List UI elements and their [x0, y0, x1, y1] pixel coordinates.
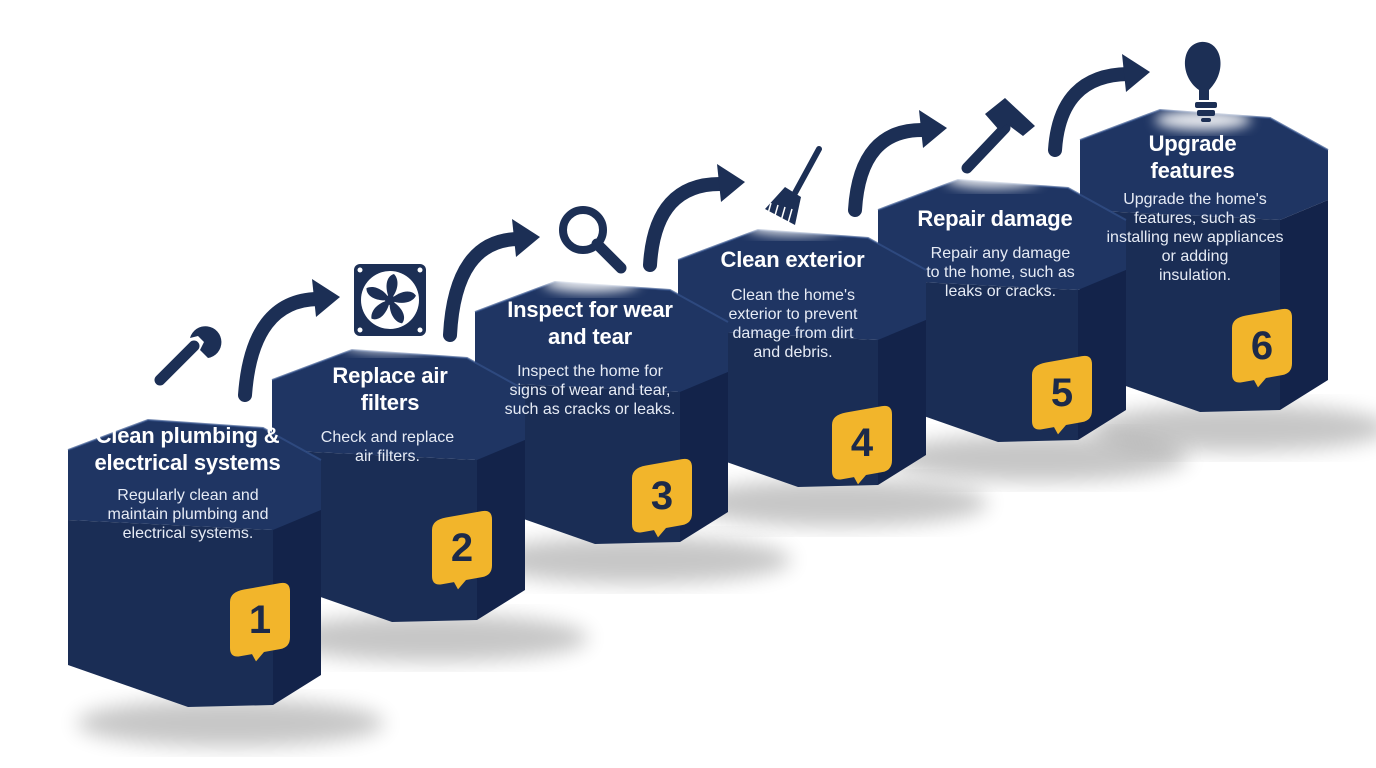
- step-3-description: Inspect the home for signs of wear and t…: [504, 363, 676, 418]
- fan-icon: [354, 264, 426, 336]
- step-6-title: Upgrade features: [1148, 131, 1237, 183]
- step-number-badge: [632, 458, 692, 538]
- block-side-face: [477, 440, 525, 620]
- step-number-badge: [1032, 355, 1092, 435]
- step-6-number: 6: [1250, 323, 1274, 368]
- box-shadow: [888, 434, 1188, 482]
- step-3-number: 3: [650, 473, 674, 518]
- block-top-face: [678, 230, 926, 340]
- block-edge: [271, 348, 526, 391]
- block-front-face: [475, 382, 680, 544]
- icon-glow: [342, 332, 438, 352]
- arrow-icon: [1048, 54, 1150, 157]
- step-4-description: Clean the home's exterior to prevent dam…: [728, 287, 858, 361]
- step-5-number: 5: [1050, 370, 1074, 415]
- step-2-number: 2: [450, 525, 474, 570]
- step-1-description: Regularly clean and maintain plumbing an…: [107, 487, 269, 542]
- block-front-face: [878, 280, 1078, 442]
- block-side-face: [273, 510, 321, 705]
- icon-glow: [745, 215, 841, 235]
- arrow-icon: [643, 164, 745, 272]
- step-4-number: 4: [850, 420, 874, 465]
- block-top-face: [1080, 110, 1328, 220]
- broom-icon: [765, 146, 822, 225]
- step-2-block: [271, 348, 526, 622]
- step-1-number: 1: [248, 597, 272, 642]
- step-2-title: Replace air filters: [332, 363, 448, 415]
- lightbulb-icon: [1184, 41, 1221, 122]
- block-front-face: [68, 520, 273, 707]
- step-5-block: [877, 178, 1127, 442]
- step-6-description: Upgrade the home's features, such as ins…: [1106, 191, 1284, 284]
- step-1-title: Clean plumbing & electrical systems: [94, 423, 281, 475]
- arrow-icon: [848, 110, 947, 217]
- block-front-face: [1080, 210, 1280, 412]
- icon-glow: [543, 272, 639, 292]
- step-1-block: [67, 418, 322, 707]
- step-number-badge: [432, 510, 492, 590]
- block-top-face: [475, 282, 728, 392]
- step-4-title: Clean exterior: [720, 247, 865, 272]
- step-5-title: Repair damage: [917, 206, 1073, 231]
- step-number-badge: [832, 405, 892, 485]
- arrow-icon: [238, 279, 340, 402]
- block-top-face: [272, 350, 525, 460]
- hammer-icon: [961, 98, 1035, 174]
- box-shadow: [1090, 404, 1376, 452]
- step-6-block: [1079, 108, 1329, 412]
- block-edge: [67, 418, 322, 461]
- block-top-face: [68, 420, 321, 530]
- box-shadow: [688, 479, 988, 527]
- icon-glow: [945, 168, 1041, 188]
- wrench-icon: [154, 326, 222, 386]
- step-number-badge: [1232, 308, 1292, 388]
- step-2-description: Check and replace air filters.: [320, 429, 455, 465]
- step-5-description: Repair any damage to the home, such as l…: [926, 245, 1075, 300]
- block-top-face: [878, 180, 1126, 290]
- box-shadow: [76, 699, 385, 747]
- block-front-face: [272, 450, 477, 622]
- magnifier-icon: [559, 206, 627, 274]
- box-shadow: [483, 536, 792, 584]
- arrow-icon: [443, 219, 540, 342]
- box-shadow: [280, 614, 589, 662]
- step-number-badge: [230, 582, 290, 662]
- icon-glow: [140, 388, 236, 408]
- step-3-title: Inspect for wear and tear: [507, 297, 673, 349]
